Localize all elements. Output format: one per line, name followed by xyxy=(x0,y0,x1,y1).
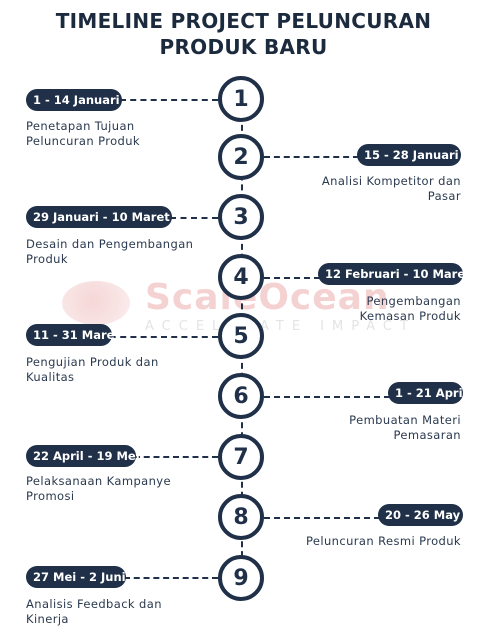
step-3-description-line-1: Desain dan Pengembangan xyxy=(26,237,194,251)
step-5-number: 5 xyxy=(218,313,264,359)
step-7-description-line-1: Pelaksanaan Kampanye xyxy=(26,474,171,488)
step-8-number: 8 xyxy=(218,494,264,540)
step-3-description-line-2: Produk xyxy=(26,252,68,266)
connector-step-4 xyxy=(264,277,320,279)
step-1-description-line-1: Penetapan Tujuan xyxy=(26,119,135,133)
connector-step-1 xyxy=(120,99,218,101)
step-2-number: 2 xyxy=(218,134,264,180)
step-2-description-line-1: Analisi Kompetitor dan xyxy=(321,174,461,188)
connector-step-3 xyxy=(170,217,218,219)
step-5-description-line-1: Pengujian Produk dan xyxy=(26,355,159,369)
date-badge-step-6: 1 - 21 April xyxy=(388,382,466,404)
date-badge-step-2: 15 - 28 Januari xyxy=(357,144,461,166)
step-9-description-line-2: Kinerja xyxy=(26,612,69,626)
step-9-number: 9 xyxy=(218,555,264,601)
date-badge-step-4: 12 Februari - 10 Maret xyxy=(318,263,471,285)
page-title-line-2: PRODUK BARU xyxy=(159,35,328,59)
connector-step-9 xyxy=(124,577,218,579)
step-3-number: 3 xyxy=(218,194,264,240)
step-1-description-line-2: Peluncuran Produk xyxy=(26,134,140,148)
step-6-number: 6 xyxy=(218,373,264,419)
connector-step-8 xyxy=(264,517,380,519)
date-badge-step-3: 29 Januari - 10 Maret xyxy=(26,206,172,228)
connector-step-5 xyxy=(110,336,218,338)
step-4-number: 4 xyxy=(218,254,264,300)
date-badge-step-9: 27 Mei - 2 Juni xyxy=(26,566,126,588)
connector-step-7 xyxy=(134,456,218,458)
watermark-logo-icon xyxy=(62,281,130,325)
step-4-description-line-2: Kemasan Produk xyxy=(359,309,461,323)
step-1-number: 1 xyxy=(218,76,264,122)
step-9-description-line-1: Analisis Feedback dan xyxy=(26,597,162,611)
step-8-description-line-1: Peluncuran Resmi Produk xyxy=(306,534,461,548)
step-4-description-line-1: Pengembangan xyxy=(366,294,461,308)
date-badge-step-7: 22 April - 19 Mei xyxy=(26,445,140,467)
step-6-description-line-1: Pembuatan Materi xyxy=(349,413,461,427)
date-badge-step-1: 1 - 14 Januari xyxy=(26,89,122,111)
page-title: TIMELINE PROJECT PELUNCURAN xyxy=(55,9,432,33)
step-7-description-line-2: Promosi xyxy=(26,489,75,503)
date-badge-step-8: 20 - 26 May xyxy=(378,504,463,526)
step-5-description-line-2: Kualitas xyxy=(26,370,75,384)
step-6-description-line-2: Pemasaran xyxy=(393,428,461,442)
connector-step-2 xyxy=(264,156,359,158)
step-7-number: 7 xyxy=(218,434,264,480)
step-2-description-line-2: Pasar xyxy=(427,189,461,203)
connector-step-6 xyxy=(264,396,390,398)
date-badge-step-5: 11 - 31 Maret xyxy=(26,324,120,346)
